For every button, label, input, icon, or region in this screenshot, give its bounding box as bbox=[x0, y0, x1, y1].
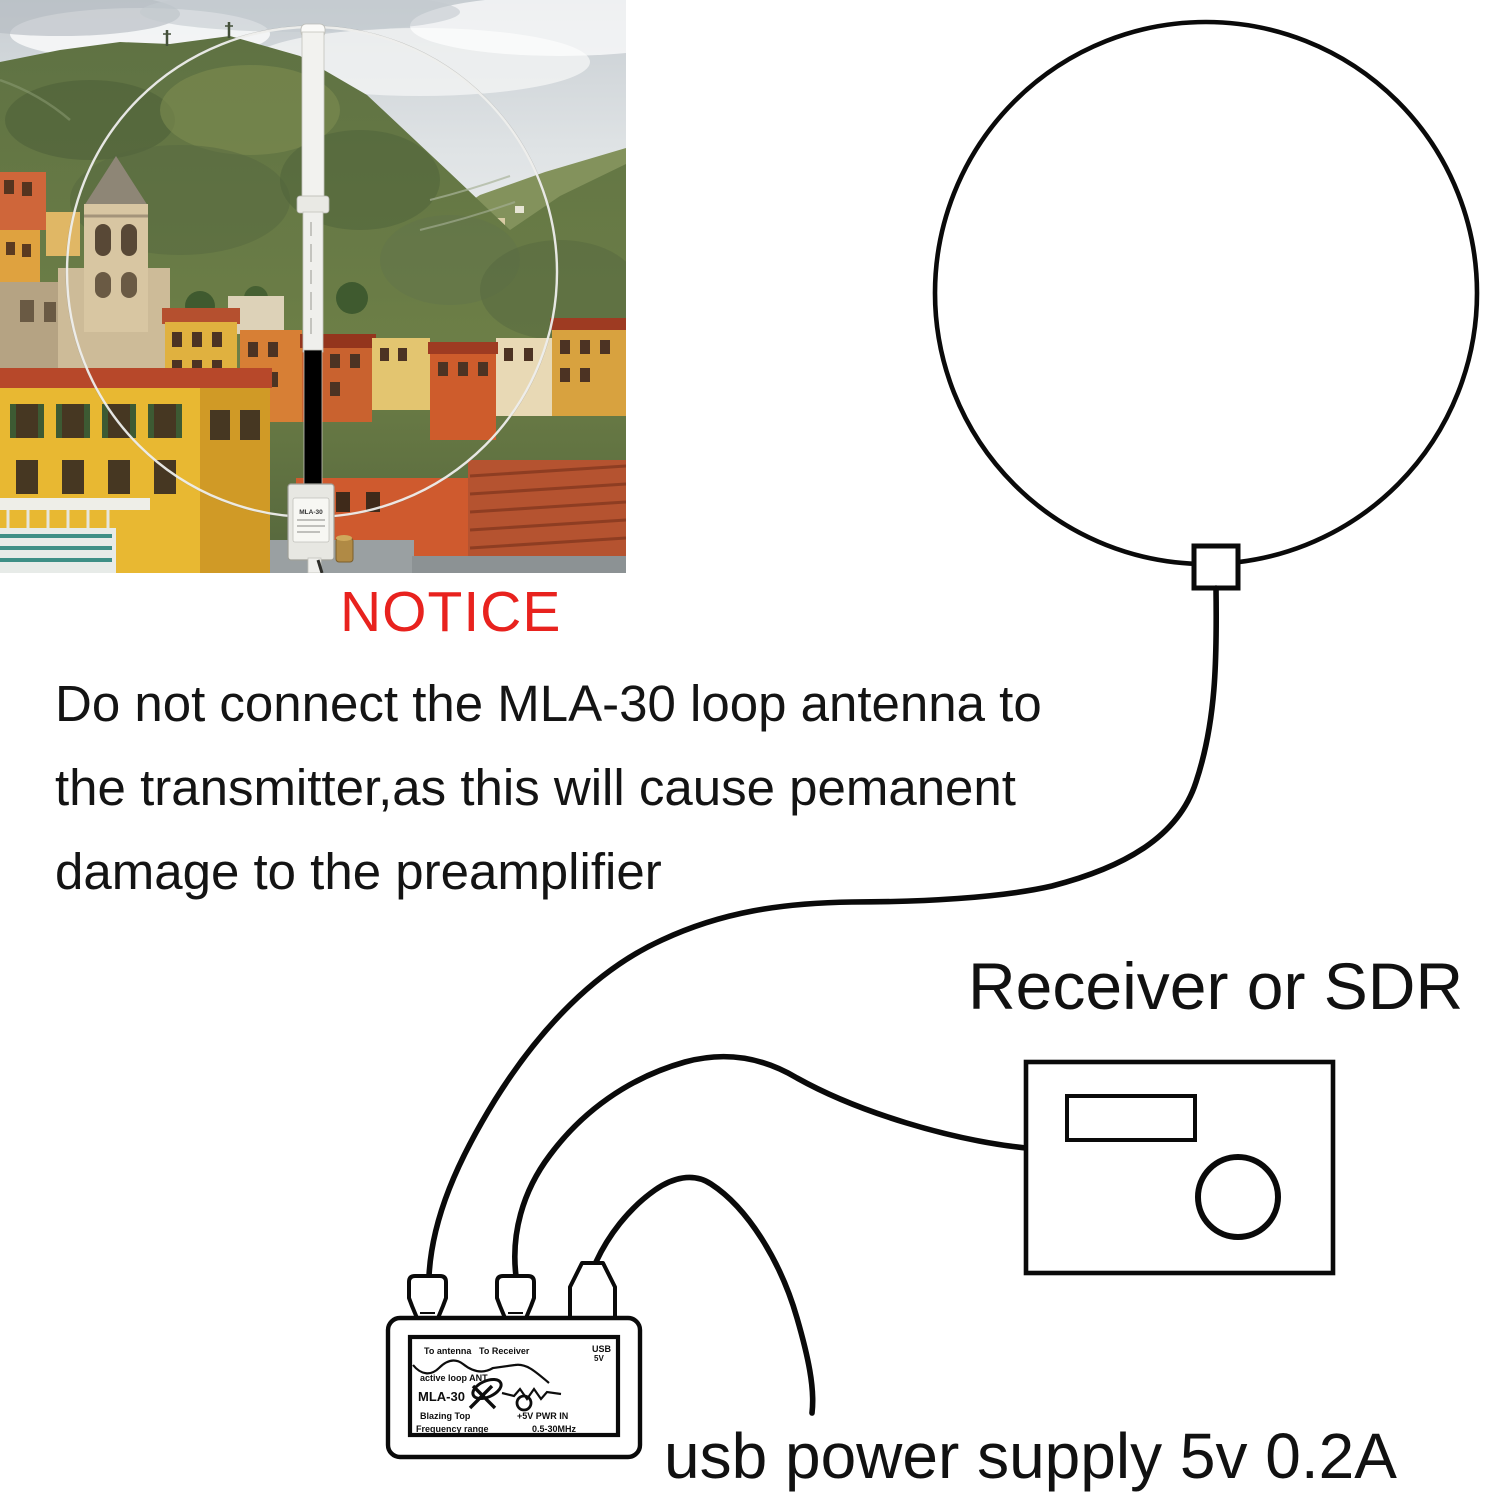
antenna-port-connector bbox=[407, 1274, 448, 1320]
warning-line-1: Do not connect the MLA-30 loop antenna t… bbox=[55, 675, 1042, 732]
cables bbox=[426, 585, 1220, 1416]
antenna-cable bbox=[426, 585, 1220, 1279]
preamp-label-markings: To antenna To Receiver USB 5V active loo… bbox=[412, 1344, 612, 1434]
usb-port-connector bbox=[568, 1261, 617, 1320]
photo-scene: MLA-30 bbox=[0, 0, 626, 573]
usb-power-supply-label: usb power supply 5v 0.2A bbox=[664, 1420, 1397, 1492]
label-usb2: 5V bbox=[594, 1354, 604, 1363]
preamp-box-drawing: To antenna To Receiver USB 5V active loo… bbox=[385, 1261, 643, 1460]
photo-box-model-text: MLA-30 bbox=[299, 509, 323, 516]
warning-paragraph: Do not connect the MLA-30 loop antenna t… bbox=[55, 662, 1255, 914]
warning-line-2: the transmitter,as this will cause peman… bbox=[55, 759, 1016, 816]
receiver-or-sdr-label: Receiver or SDR bbox=[968, 949, 1464, 1023]
usb-power-cable bbox=[593, 1174, 816, 1416]
warning-line-3: damage to the preamplifier bbox=[55, 843, 662, 900]
loop-antenna-drawing bbox=[932, 19, 1480, 591]
loop-feed-connector bbox=[1191, 543, 1241, 591]
notice-title: NOTICE bbox=[340, 580, 562, 644]
label-active-loop: active loop ANT bbox=[420, 1373, 488, 1383]
label-blazing: Blazing Top bbox=[420, 1411, 471, 1421]
receiver-port-connector bbox=[495, 1274, 536, 1320]
photo-antenna: MLA-30 bbox=[65, 23, 559, 573]
receiver-display bbox=[1065, 1094, 1197, 1142]
label-power: +5V PWR IN bbox=[517, 1411, 568, 1421]
photo-village-mid bbox=[162, 282, 626, 440]
photo-foreground-yellow-building bbox=[0, 368, 272, 573]
preamp-label-plate bbox=[407, 1334, 621, 1438]
receiver-knob bbox=[1195, 1154, 1281, 1240]
receiver-drawing bbox=[1023, 1059, 1336, 1276]
label-usb: USB bbox=[592, 1344, 612, 1354]
label-freq-value: 0.5-30MHz bbox=[532, 1424, 577, 1434]
label-port-antenna: To antenna bbox=[424, 1346, 472, 1356]
label-port-receiver: To Receiver bbox=[479, 1346, 530, 1356]
label-model: MLA-30 bbox=[418, 1389, 465, 1404]
label-freq: Frequency range bbox=[416, 1424, 489, 1434]
antenna-installation-photo: MLA-30 bbox=[0, 0, 626, 573]
receiver-cable bbox=[512, 1053, 1029, 1279]
